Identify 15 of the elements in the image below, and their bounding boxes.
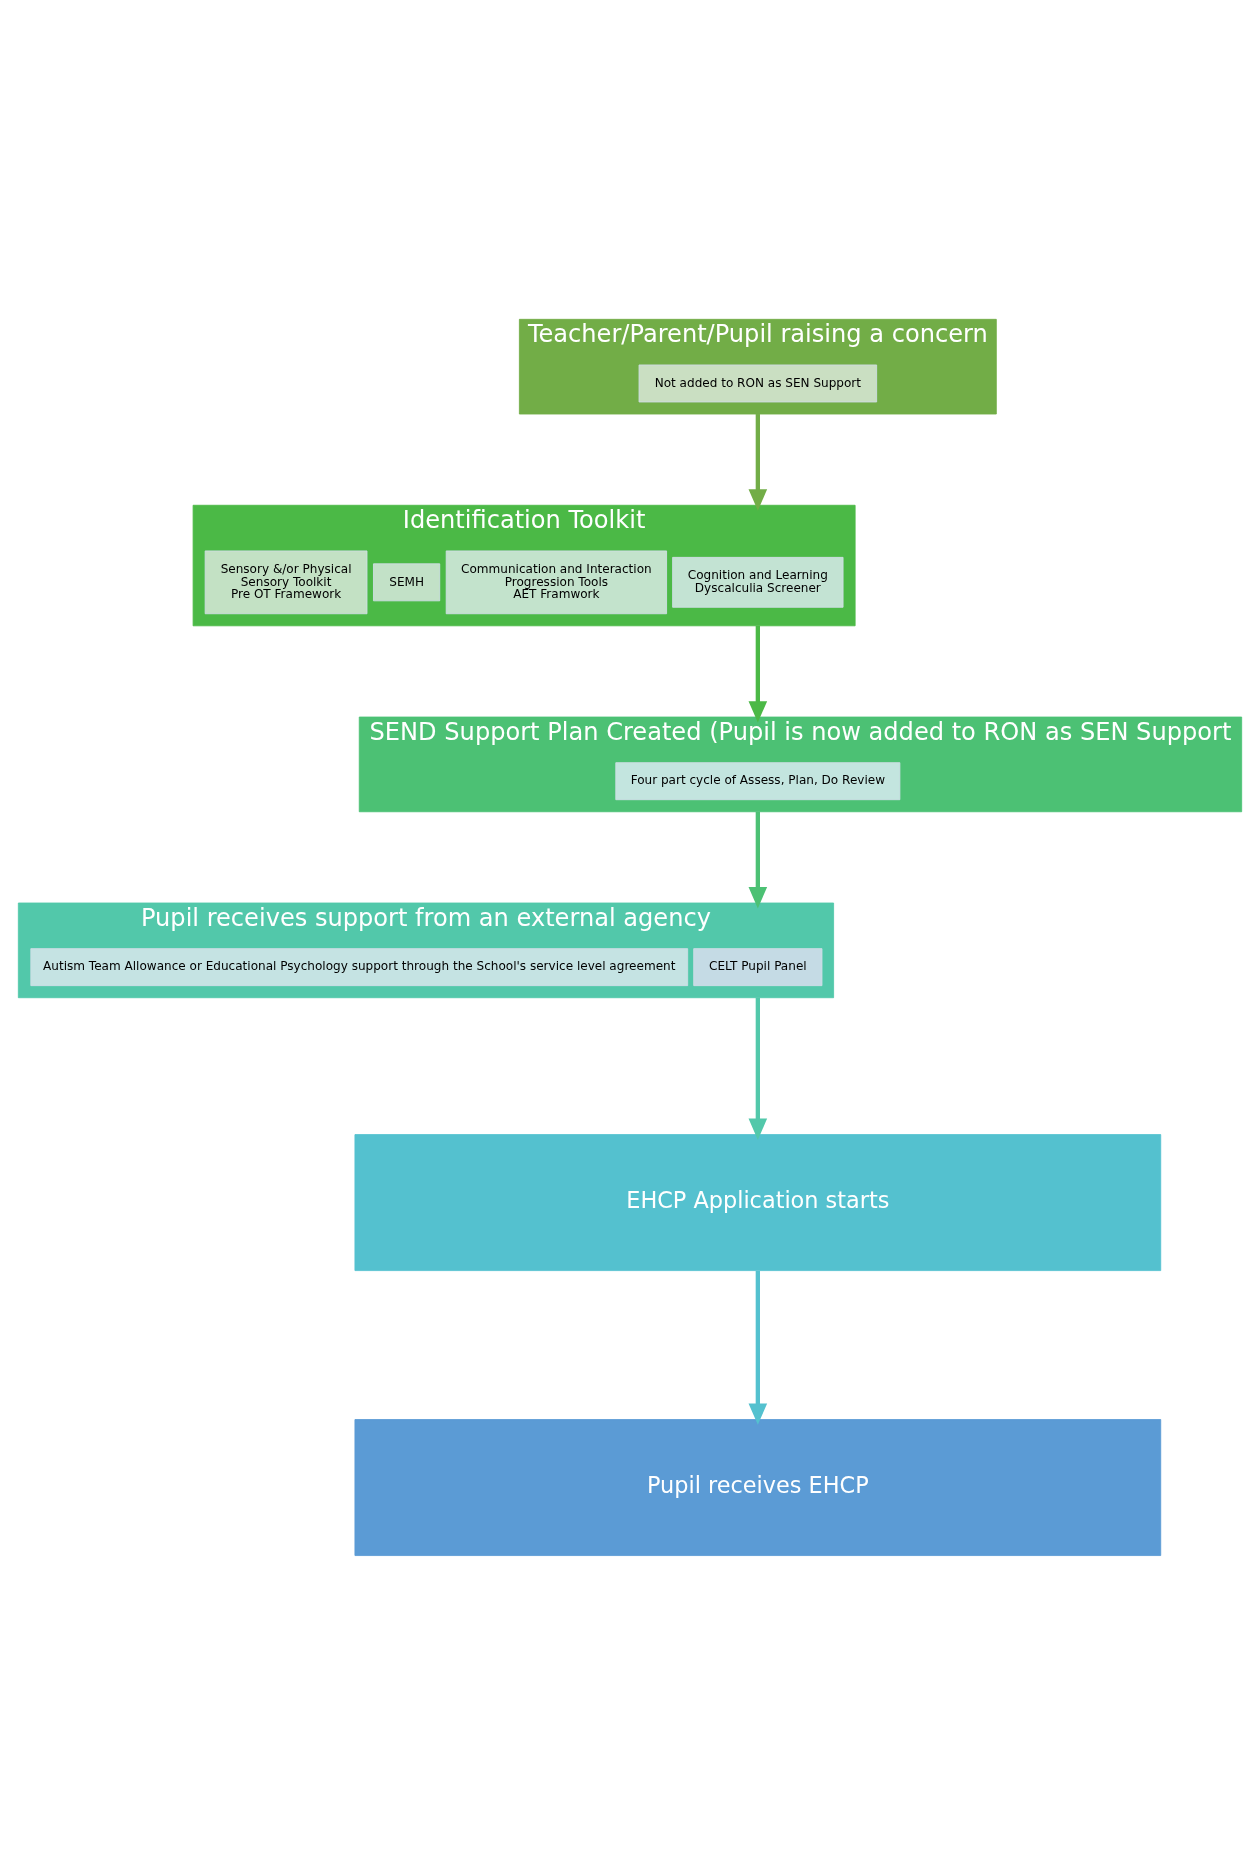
node-box: SEMH	[373, 562, 441, 601]
arrow	[748, 997, 768, 1140]
node-box: Pupil receives EHCP	[354, 1418, 1162, 1556]
node-box: Cognition and Learning Dyscalculia Screener	[672, 556, 844, 608]
arrow	[748, 1270, 768, 1425]
node-box: Not added to RON as SEN Support	[638, 364, 878, 402]
node-box: Communication and Interaction Progression Tools AET Framwork	[445, 550, 667, 614]
node-box: Autism Team Allowance or Educational Psychology support through the School's service level agreement	[30, 947, 689, 986]
node-box: Four part cycle of Assess, Plan, Do Review	[615, 761, 901, 800]
node-box: Sensory &/or Physical Sensory Toolkit Pre OT Framework	[204, 550, 368, 614]
arrow	[748, 811, 768, 908]
arrow	[748, 413, 768, 511]
node-box: CELT Pupil Panel	[693, 947, 823, 986]
node-box: EHCP Application starts	[354, 1133, 1162, 1271]
arrow	[748, 625, 768, 722]
